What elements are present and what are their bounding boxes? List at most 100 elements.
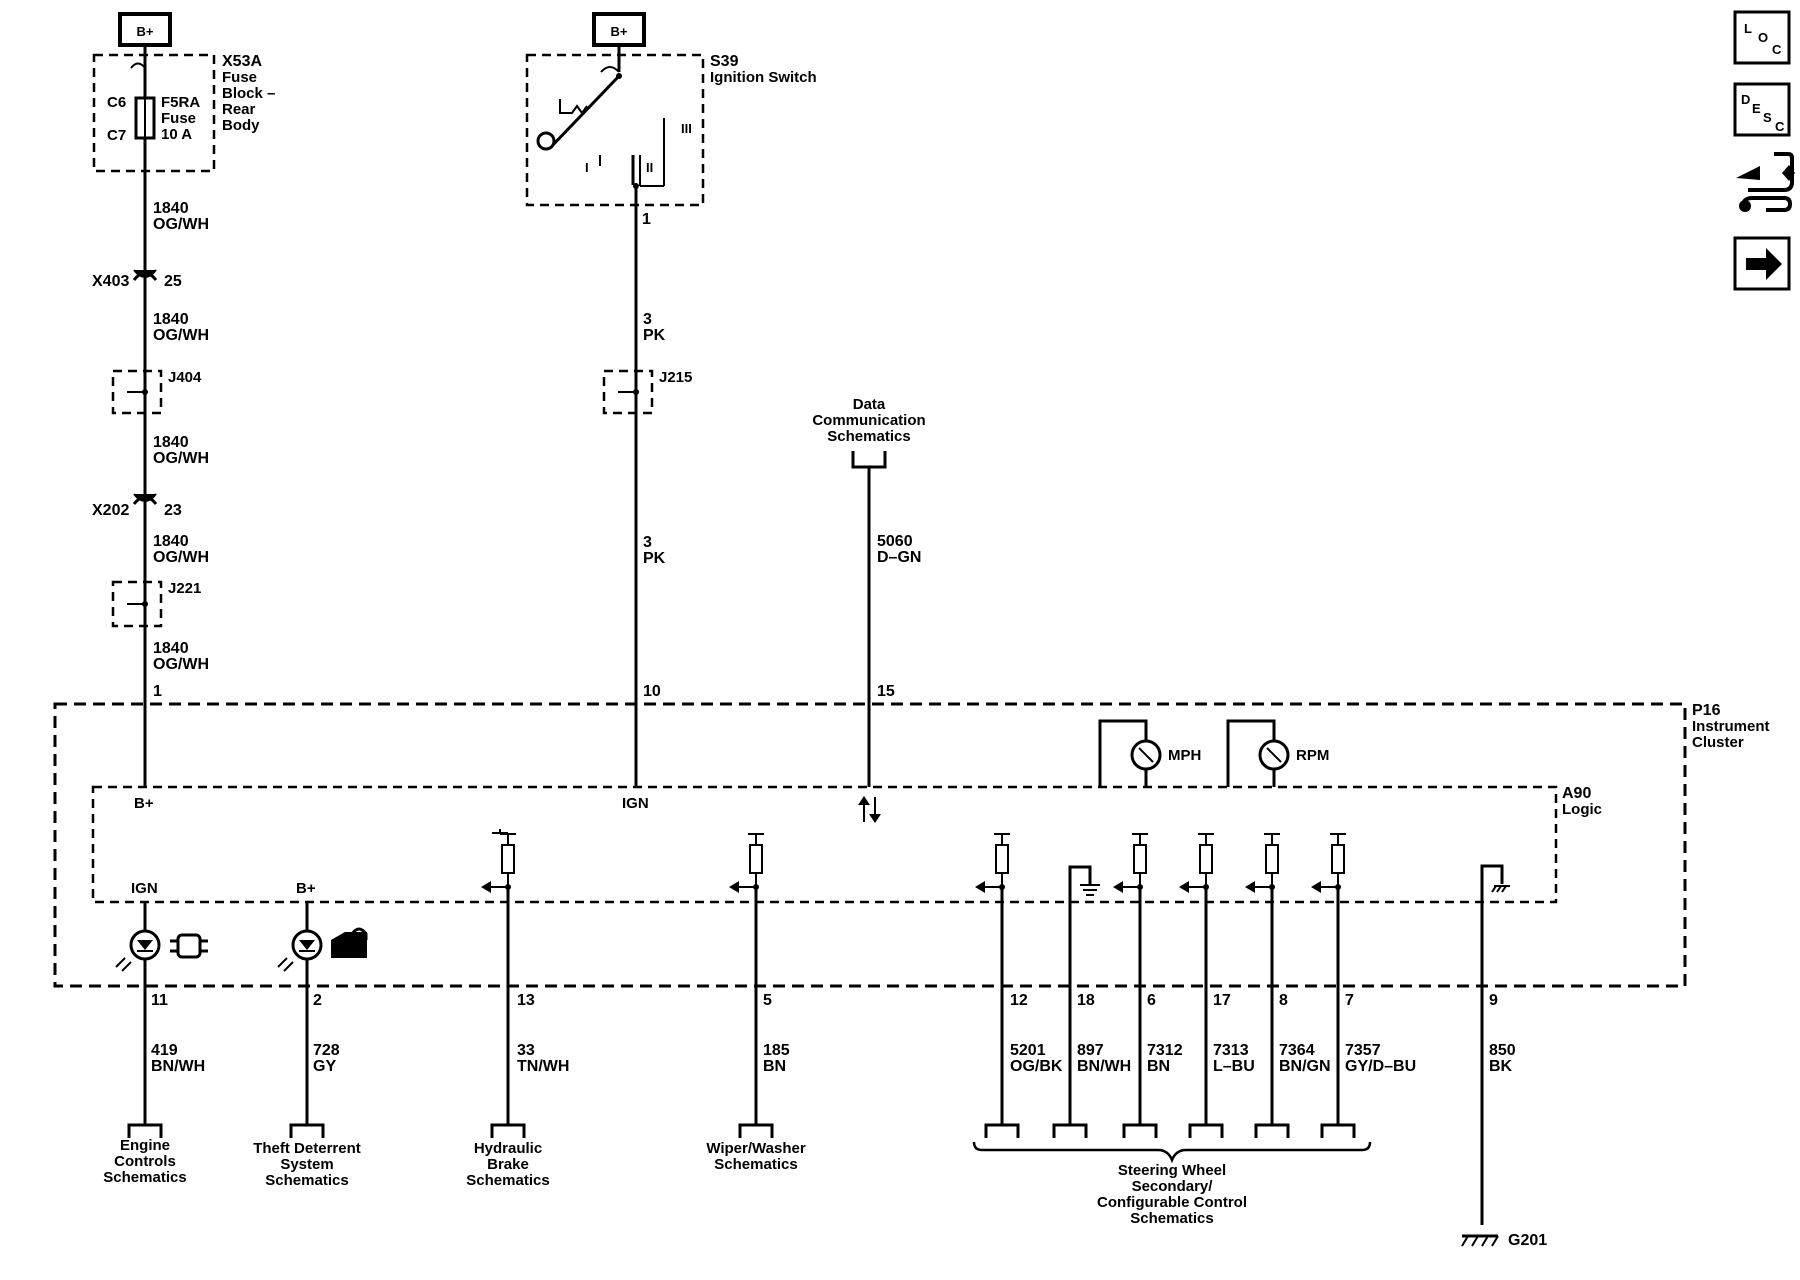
fuse-word: Fuse	[161, 110, 196, 127]
switch-contact-arm	[548, 74, 621, 150]
repair-button[interactable]	[1736, 152, 1795, 212]
loc-letter-l: L	[1744, 21, 1752, 36]
ground-g201: G201	[1461, 1232, 1547, 1249]
ground-symbol-icon	[1080, 884, 1100, 896]
location-button[interactable]: L O C	[1733, 10, 1791, 65]
fuse-terminal-icon	[130, 62, 146, 69]
wire-label-circuit: 3	[643, 534, 652, 551]
fuse-block-desc-2: Block –	[222, 85, 275, 102]
pin-label: 13	[517, 992, 535, 1009]
data-title-2: Communication	[812, 412, 925, 429]
fuse-block-desc-1: Fuse	[222, 69, 257, 86]
switch-desc: Ignition Switch	[710, 69, 817, 86]
fuse-block-desc-3: Rear	[222, 101, 256, 118]
gauge-label-mph: MPH	[1168, 747, 1201, 764]
logic-bplus-label: B+	[134, 795, 154, 812]
pin-label: 18	[1077, 992, 1095, 1009]
fuse-block-desc-4: Body	[222, 117, 260, 134]
dest-label: Engine	[120, 1137, 170, 1154]
fuse-block-x53a: X53A Fuse Block – Rear Body C6 C7 F5RA F…	[92, 53, 275, 173]
instrument-cluster-p16	[53, 702, 1687, 988]
wire-label-color: OG/WH	[153, 450, 209, 467]
wire-label-circuit: 33	[517, 1042, 535, 1059]
wire-label-color: BN/WH	[1077, 1058, 1131, 1075]
cluster-pin: 10	[643, 683, 661, 700]
cluster-desc-1: Instrument	[1692, 718, 1770, 735]
wire-label-circuit: 1840	[153, 311, 189, 328]
wire-label-color: D–GN	[877, 549, 921, 566]
pin-label: 5	[763, 992, 772, 1009]
rpm-gauge: RPM	[1226, 719, 1329, 787]
bplus-label-left: B+	[137, 24, 154, 39]
next-button[interactable]	[1733, 236, 1791, 291]
output-driver-5	[729, 833, 764, 893]
dest-label: Steering Wheel	[1118, 1162, 1226, 1179]
wire-label-color: OG/WH	[153, 656, 209, 673]
dest-label: Configurable Control	[1097, 1194, 1247, 1211]
dest-brake: Hydraulic Brake Schematics	[466, 1140, 549, 1189]
wire-label-circuit: 850	[1489, 1042, 1516, 1059]
fuse-rating: 10 A	[161, 126, 192, 143]
dest-label: System	[280, 1156, 333, 1173]
wire-label-circuit: 897	[1077, 1042, 1104, 1059]
connector-x403: X403 25	[92, 269, 182, 290]
cluster-pin: 1	[153, 683, 162, 700]
switch-pos-1: I	[585, 160, 589, 175]
dest-label: Controls	[114, 1153, 176, 1170]
wire-label-color: L–BU	[1213, 1058, 1255, 1075]
indicator-ign-label: IGN	[131, 880, 158, 897]
switch-pos-3: III	[681, 121, 692, 136]
mph-gauge: MPH	[1098, 719, 1201, 787]
connector-id: X202	[92, 502, 129, 519]
pin-label: 6	[1147, 992, 1156, 1009]
indicator-engine: IGN	[115, 880, 208, 1125]
wire-label-color: BN/WH	[151, 1058, 205, 1075]
wire-label-color: OG/WH	[153, 216, 209, 233]
data-bidirectional-arrow-icon	[858, 796, 881, 823]
wire-label-circuit: 7313	[1213, 1042, 1249, 1059]
wire-label-circuit: 185	[763, 1042, 790, 1059]
logic-label: Logic	[1562, 801, 1602, 818]
splice-j404: J404	[111, 369, 202, 415]
logic-ign-label: IGN	[622, 795, 649, 812]
wire-label-circuit: 7364	[1279, 1042, 1315, 1059]
dest-label: Schematics	[265, 1172, 348, 1189]
wire-label-color: OG/BK	[1010, 1058, 1063, 1075]
indicator-theft: B+	[277, 880, 368, 1125]
pin-label: 2	[313, 992, 322, 1009]
steering-bracket	[972, 1141, 1372, 1164]
ignition-switch-s39: S39 Ignition Switch I II III	[525, 53, 817, 207]
right-arrow-icon	[1746, 248, 1782, 280]
wire-label-color: PK	[643, 550, 666, 567]
fuse-block-id: X53A	[222, 53, 262, 70]
wire-label-circuit: 7312	[1147, 1042, 1183, 1059]
wrench-hand-icon	[1736, 152, 1795, 212]
gauge-label-rpm: RPM	[1296, 747, 1329, 764]
wire-label-color: PK	[643, 327, 666, 344]
description-button[interactable]: D E S C	[1733, 82, 1791, 137]
signal-ground-18	[1068, 865, 1100, 1125]
wire-label-circuit: 3	[643, 311, 652, 328]
pin-label: 7	[1345, 992, 1354, 1009]
connector-id: X403	[92, 273, 129, 290]
output-driver-13	[481, 829, 516, 893]
dest-label: Secondary/	[1132, 1178, 1214, 1195]
dest-label: Wiper/Washer	[706, 1140, 805, 1157]
splice-id: J215	[659, 369, 692, 386]
splice-j215: J215	[602, 369, 692, 415]
engine-icon	[170, 933, 208, 959]
switch-pivot-icon	[536, 131, 556, 151]
ground-id: G201	[1508, 1232, 1547, 1249]
destination-connectors	[127, 1123, 1356, 1138]
wire-label-circuit: 5201	[1010, 1042, 1046, 1059]
pin-label: 17	[1213, 992, 1231, 1009]
wire-label-color: BK	[1489, 1058, 1513, 1075]
wire-label-circuit: 1840	[153, 200, 189, 217]
bplus-label-ign: B+	[611, 24, 628, 39]
connector-pin: 23	[164, 502, 182, 519]
desc-letter-c: C	[1775, 119, 1785, 134]
splice-id: J221	[168, 580, 201, 597]
indicator-bplus-label: B+	[296, 880, 316, 897]
connector-pin: 25	[164, 273, 182, 290]
dest-theft: Theft Deterrent System Schematics	[253, 1140, 361, 1189]
